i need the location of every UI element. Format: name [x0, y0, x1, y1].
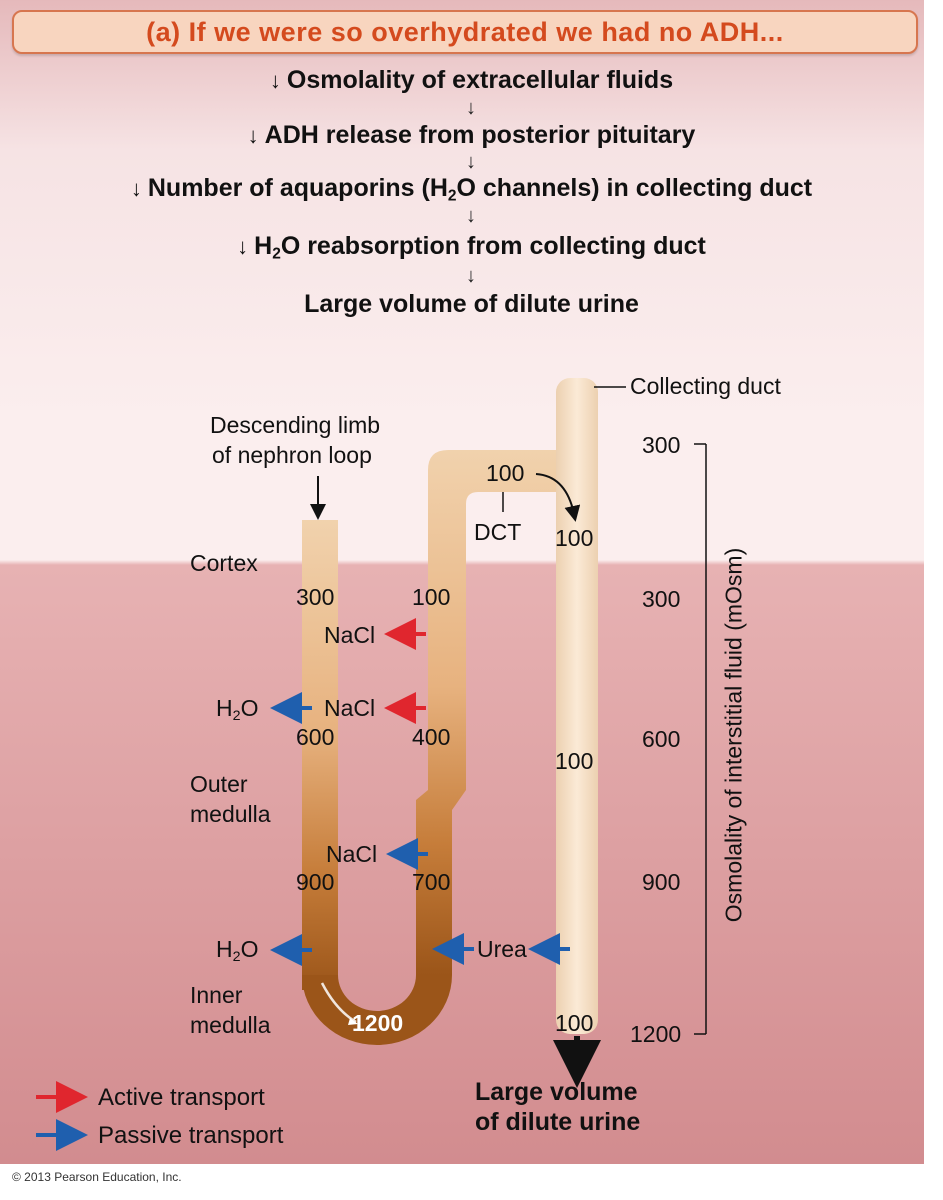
decrease-arrow-icon: ↓ — [130, 176, 142, 201]
cortex-label: Cortex — [190, 550, 258, 576]
descending-value-900: 900 — [296, 869, 335, 895]
nephron-loop — [302, 450, 556, 1045]
ascending-value-400: 400 — [412, 724, 451, 750]
nacl-label: NaCl — [326, 841, 378, 867]
scale-tick: 300 — [642, 586, 681, 612]
outer-medulla-label-line2: medulla — [190, 801, 271, 827]
scale-tick: 1200 — [630, 1021, 682, 1047]
legend-active-label: Active transport — [98, 1084, 265, 1111]
nacl-label: NaCl — [324, 695, 376, 721]
copyright-notice: © 2013 Pearson Education, Inc. — [12, 1170, 182, 1184]
collecting-duct-value-mid: 100 — [555, 748, 594, 774]
loop-bottom-value-1200: 1200 — [352, 1010, 404, 1036]
figure-title: (a) If we were so overhydrated we had no… — [12, 10, 918, 54]
flow-arrow-icon: ↓ — [466, 151, 476, 173]
dct-to-duct-arrow-icon — [535, 473, 581, 522]
flow-step-2: ↓ADH release from posterior pituitary — [247, 121, 696, 149]
urine-output-label-line1: Large volume — [475, 1078, 638, 1106]
decrease-arrow-icon: ↓ — [269, 68, 281, 93]
collecting-duct-label: Collecting duct — [630, 373, 781, 399]
urine-output-label-line2: of dilute urine — [475, 1108, 641, 1136]
flow-step-1: ↓Osmolality of extracellular fluids — [269, 66, 674, 94]
flow-step-5: Large volume of dilute urine — [304, 290, 639, 318]
scale-tick: 300 — [642, 432, 681, 458]
inner-medulla-label-line2: medulla — [190, 1012, 271, 1038]
decrease-arrow-icon: ↓ — [237, 234, 249, 259]
ascending-value-700: 700 — [412, 869, 451, 895]
legend-passive-label: Passive transport — [98, 1122, 284, 1149]
descending-limb-label-line1: Descending limb — [210, 412, 381, 438]
dct-label: DCT — [474, 519, 522, 545]
ascending-value-100: 100 — [412, 584, 451, 610]
flow-arrow-icon: ↓ — [466, 97, 476, 119]
collecting-duct-value-top: 100 — [555, 525, 594, 551]
collecting-duct-value-bottom: 100 — [555, 1010, 594, 1036]
urea-label: Urea — [477, 936, 527, 962]
dct-value: 100 — [486, 460, 525, 486]
descending-value-300: 300 — [296, 584, 335, 610]
h2o-label: H2O — [216, 695, 259, 724]
collecting-duct — [556, 378, 598, 1034]
descending-value-600: 600 — [296, 724, 335, 750]
inner-medulla-label-line1: Inner — [190, 982, 243, 1008]
scale-tick: 600 — [642, 726, 681, 752]
flow-arrow-icon: ↓ — [466, 205, 476, 227]
flow-step-4: ↓H2O reabsorption from collecting duct — [237, 232, 706, 263]
flow-step-3: ↓Number of aquaporins (H2O channels) in … — [130, 174, 813, 205]
nacl-label: NaCl — [324, 622, 376, 648]
osmolality-scale — [694, 443, 707, 1035]
h2o-label: H2O — [216, 936, 259, 965]
outer-medulla-label-line1: Outer — [190, 771, 248, 797]
flow-arrow-icon: ↓ — [466, 265, 476, 287]
decrease-arrow-icon: ↓ — [247, 123, 259, 148]
scale-tick: 900 — [642, 869, 681, 895]
descending-limb-label-line2: of nephron loop — [212, 442, 372, 468]
